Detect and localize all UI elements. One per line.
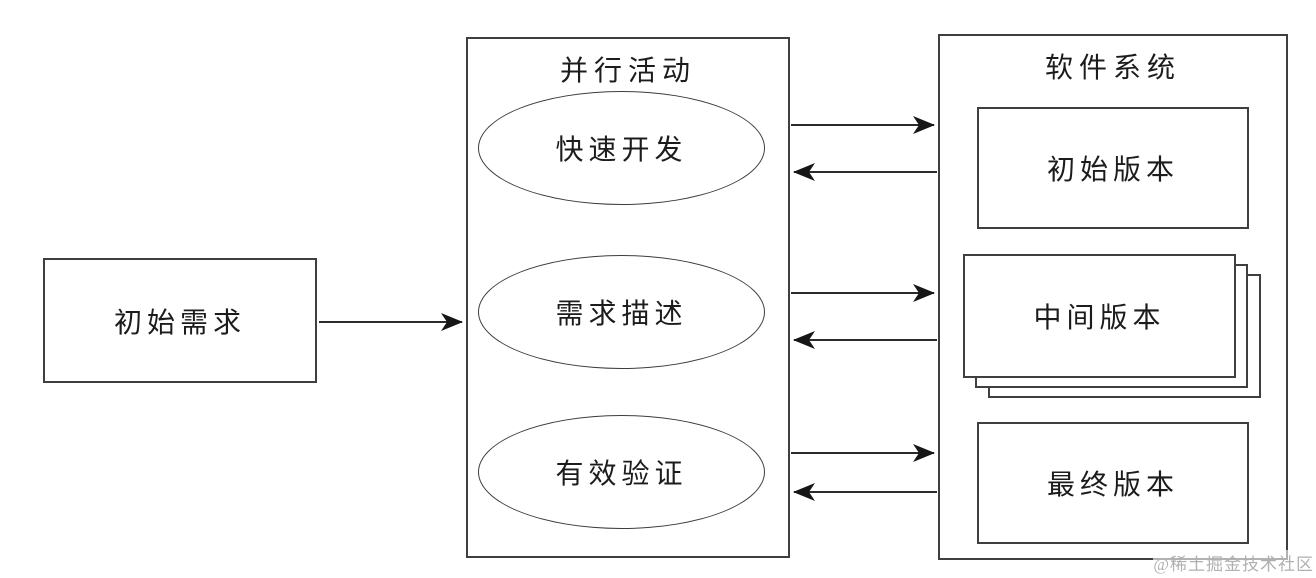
initial-version-label: 初始版本 — [1046, 155, 1179, 186]
activity-rapid-development-label: 快速开发 — [555, 135, 688, 166]
activity-rapid-development: 快速开发 — [478, 91, 765, 205]
final-version-box: 最终版本 — [977, 422, 1249, 544]
activity-requirements-description: 需求描述 — [478, 255, 765, 369]
activity-validation-label: 有效验证 — [555, 459, 688, 490]
activity-requirements-description-label: 需求描述 — [555, 299, 688, 330]
concurrent-activities-title: 并行活动 — [559, 56, 696, 87]
initial-version-box: 初始版本 — [977, 107, 1249, 229]
final-version-label: 最终版本 — [1046, 470, 1179, 501]
initial-requirements-box: 初始需求 — [43, 258, 317, 383]
initial-requirements-label: 初始需求 — [113, 307, 246, 339]
software-system-title: 软件系统 — [1044, 53, 1181, 84]
activity-validation: 有效验证 — [478, 415, 765, 529]
juejin-watermark: @稀土掘金技术社区 — [1153, 550, 1314, 575]
intermediate-version-label: 中间版本 — [1033, 303, 1166, 334]
intermediate-version-box: 中间版本 — [963, 254, 1236, 378]
